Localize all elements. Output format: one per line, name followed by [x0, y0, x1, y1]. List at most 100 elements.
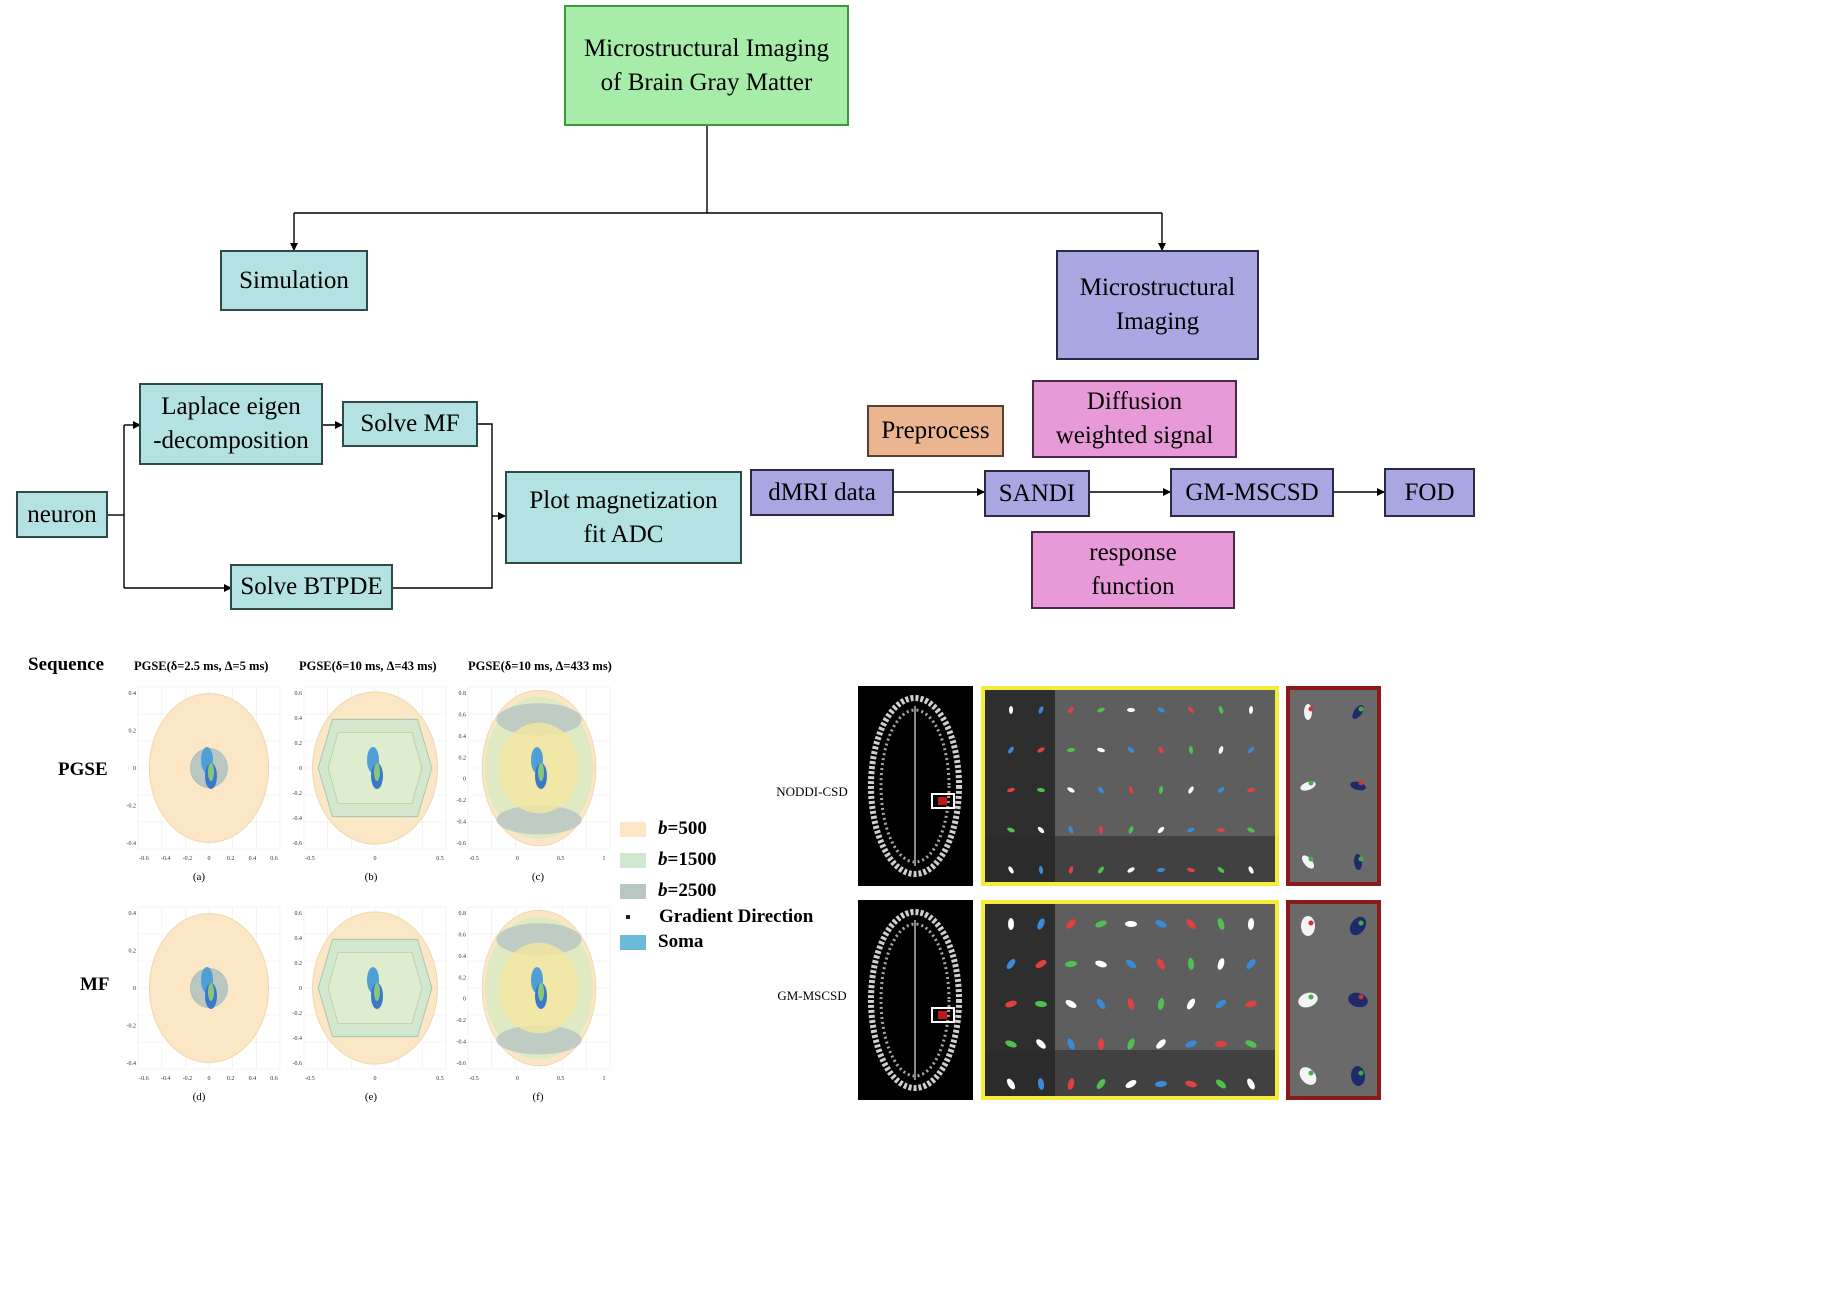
legend-b500: b=500	[620, 818, 707, 840]
x-tick-label: 0.5	[557, 1076, 565, 1082]
fod-detail-noddi	[1286, 686, 1381, 886]
fod-detail-lobe	[1308, 780, 1314, 786]
diffusion-signal-box: Diffusion weighted signal	[1032, 380, 1237, 458]
cortex-inner	[879, 922, 951, 1078]
fod-detail-glyph	[1301, 916, 1315, 936]
panel-border	[981, 900, 1279, 1100]
flowchart-connectors	[108, 125, 1385, 592]
x-tick-label: 0	[516, 856, 519, 862]
fod-box: FOD	[1384, 468, 1475, 517]
y-tick-label: 0.6	[295, 911, 303, 917]
fod-glyph	[1007, 827, 1015, 833]
fod-glyph	[1247, 918, 1255, 930]
neuron-box: neuron	[16, 491, 108, 538]
fod-glyph	[1008, 866, 1014, 874]
fod-glyph	[1187, 867, 1195, 873]
legend-soma: Soma	[620, 931, 703, 953]
fod-glyph	[1007, 787, 1015, 793]
fod-detail-glyph	[1302, 855, 1314, 869]
caption-d: (d)	[192, 1091, 206, 1103]
fod-glyph	[1127, 747, 1135, 753]
x-tick-label: 0.5	[436, 856, 444, 862]
y-tick-label: -0.2	[127, 804, 137, 810]
root-box: Microstructural Imaging of Brain Gray Ma…	[564, 5, 849, 126]
fod-glyph	[1009, 706, 1013, 714]
cortex-outline	[868, 909, 962, 1091]
x-tick-label: -0.5	[305, 1076, 315, 1082]
x-tick-label: 0.2	[227, 856, 235, 862]
fod-glyph	[1067, 1078, 1075, 1090]
fod-glyph	[1065, 960, 1077, 968]
legend-label-gradient: Gradient Direction	[659, 906, 814, 927]
fod-detail-lobe	[1308, 706, 1314, 712]
fod-glyph	[1186, 919, 1196, 929]
fod-glyph	[1067, 706, 1075, 714]
fod-glyph	[1097, 747, 1105, 753]
fod-glyph	[1187, 706, 1195, 714]
fod-glyph	[1127, 1038, 1135, 1050]
fod-glyph	[1185, 1040, 1197, 1048]
y-tick-label: 0.4	[295, 716, 303, 722]
caption-a: (a)	[192, 871, 206, 883]
fod-glyph	[1247, 1078, 1255, 1090]
x-tick-label: 0	[374, 1076, 377, 1082]
panel-border	[981, 686, 1279, 886]
merge-line	[393, 423, 493, 589]
fod-detail-glyph	[1304, 704, 1312, 720]
fod-glyph	[1068, 866, 1074, 874]
sequence-label: Sequence	[28, 654, 104, 675]
solve-mf-box: Solve MF	[342, 401, 478, 447]
fod-glyph	[1248, 866, 1254, 874]
fod-zoom-gmmscsd	[981, 900, 1279, 1100]
cortex-inner	[879, 708, 951, 864]
fod-glyph	[1187, 827, 1195, 833]
simulation-box: Simulation	[220, 250, 368, 311]
fod-glyph	[1038, 866, 1044, 874]
y-tick-label: -0.4	[457, 820, 467, 826]
fod-glyph	[1005, 1040, 1017, 1048]
fod-glyph	[1217, 918, 1225, 930]
y-tick-label: 0.2	[295, 961, 303, 967]
x-tick-label: -0.5	[469, 1076, 479, 1082]
fod-glyph	[1245, 1000, 1257, 1008]
y-tick-label: 0	[463, 997, 466, 1003]
fod-glyph	[1065, 1000, 1077, 1008]
caption-b: (b)	[364, 871, 378, 883]
y-tick-label: 0.2	[129, 729, 137, 735]
fod-detail-lobe	[1358, 1070, 1364, 1076]
solve-btpde-box: Solve BTPDE	[230, 564, 393, 610]
x-tick-label: -0.4	[161, 856, 171, 862]
fod-glyph	[1127, 867, 1135, 873]
y-tick-label: -0.4	[127, 1061, 137, 1067]
x-tick-label: 0.4	[249, 856, 256, 862]
y-tick-label: 0.6	[459, 712, 467, 718]
plot-fit-box: Plot magnetization fit ADC	[505, 471, 742, 564]
roi-marker-fill	[938, 797, 947, 805]
x-tick-label: 0	[374, 856, 377, 862]
y-tick-label: -0.6	[457, 841, 467, 847]
x-tick-label: 1	[603, 1076, 606, 1082]
y-tick-label: -0.2	[127, 1024, 137, 1030]
isosurface-b2500-top	[496, 923, 582, 956]
x-tick-label: 0.6	[270, 856, 278, 862]
roi-marker-fill	[938, 1011, 947, 1019]
fod-glyph	[1157, 958, 1165, 970]
legend-label-b500: b=500	[658, 818, 707, 839]
fod-glyph	[1037, 747, 1045, 753]
soma-highlight	[538, 983, 544, 1001]
panel-border	[1286, 900, 1381, 1100]
y-tick-label: 0	[299, 766, 302, 772]
fod-detail-lobe	[1308, 920, 1314, 926]
fod-glyph	[1247, 746, 1255, 754]
response-function-box: response function	[1031, 531, 1235, 609]
fod-glyph	[1067, 787, 1075, 793]
x-tick-label: 0	[208, 1076, 211, 1082]
y-tick-label: 0.2	[459, 975, 467, 981]
fod-detail-lobe	[1308, 856, 1314, 862]
isosurface-b2500-top	[496, 703, 582, 736]
fod-detail-lobe	[1358, 706, 1364, 712]
fod-glyph	[1128, 786, 1134, 794]
